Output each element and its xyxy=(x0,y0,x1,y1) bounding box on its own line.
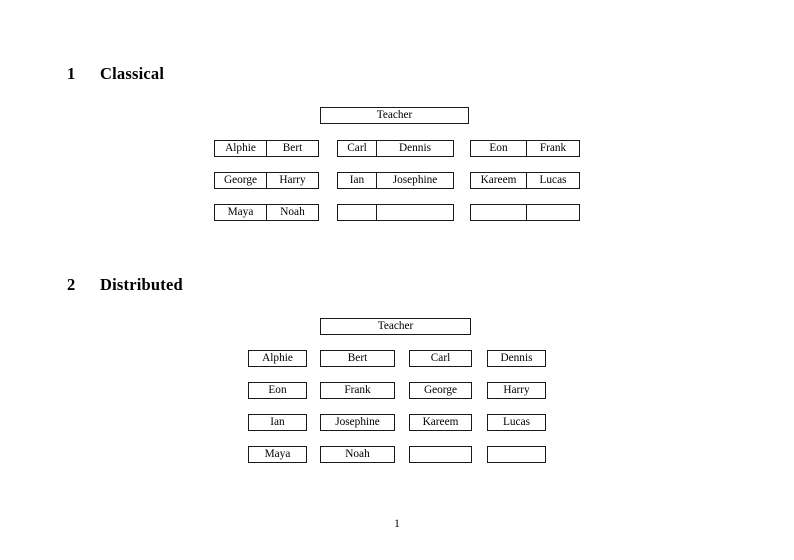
student-cell: Bert xyxy=(267,140,319,157)
student-cell: Frank xyxy=(320,382,395,399)
student-cell: Eon xyxy=(248,382,307,399)
student-cell: George xyxy=(214,172,267,189)
student-cell: Kareem xyxy=(470,172,527,189)
student-cell: Lucas xyxy=(487,414,546,431)
section-number: 1 xyxy=(67,64,76,83)
distributed-teacher-box: Teacher xyxy=(320,318,471,335)
student-cell: Maya xyxy=(248,446,307,463)
student-cell: Bert xyxy=(320,350,395,367)
student-cell: Carl xyxy=(337,140,377,157)
classical-left-group-row-3: Maya Noah xyxy=(214,204,319,221)
student-cell-empty xyxy=(337,204,377,221)
classical-middle-group-row-1: Carl Dennis xyxy=(337,140,454,157)
student-cell-empty xyxy=(527,204,580,221)
classical-left-group-row-1: Alphie Bert xyxy=(214,140,319,157)
classical-right-group-row-1: Eon Frank xyxy=(470,140,580,157)
student-cell: Lucas xyxy=(527,172,580,189)
student-cell: Kareem xyxy=(409,414,472,431)
classical-left-group-row-2: George Harry xyxy=(214,172,319,189)
student-cell-empty xyxy=(377,204,454,221)
student-cell: Dennis xyxy=(487,350,546,367)
student-cell-empty xyxy=(409,446,472,463)
classical-right-group-row-2: Kareem Lucas xyxy=(470,172,580,189)
student-cell: Dennis xyxy=(377,140,454,157)
student-cell: Frank xyxy=(527,140,580,157)
section-number: 2 xyxy=(67,275,76,294)
page-number: 1 xyxy=(394,518,400,530)
classical-middle-group-row-3 xyxy=(337,204,454,221)
student-cell: Ian xyxy=(337,172,377,189)
student-cell: Noah xyxy=(267,204,319,221)
classical-right-group-row-3 xyxy=(470,204,580,221)
section-heading-classical: 1 Classical xyxy=(67,64,164,84)
section-title: Distributed xyxy=(100,275,183,294)
student-cell: Josephine xyxy=(320,414,395,431)
student-cell: Harry xyxy=(267,172,319,189)
student-cell-empty xyxy=(487,446,546,463)
section-title: Classical xyxy=(100,64,165,83)
student-cell: Alphie xyxy=(248,350,307,367)
classical-middle-group-row-2: Ian Josephine xyxy=(337,172,454,189)
student-cell: Harry xyxy=(487,382,546,399)
classical-teacher-box: Teacher xyxy=(320,107,469,124)
student-cell: Josephine xyxy=(377,172,454,189)
student-cell: Eon xyxy=(470,140,527,157)
section-heading-distributed: 2 Distributed xyxy=(67,275,183,295)
student-cell: Ian xyxy=(248,414,307,431)
student-cell: Alphie xyxy=(214,140,267,157)
student-cell: Maya xyxy=(214,204,267,221)
student-cell: Noah xyxy=(320,446,395,463)
student-cell: Carl xyxy=(409,350,472,367)
student-cell: George xyxy=(409,382,472,399)
student-cell-empty xyxy=(470,204,527,221)
